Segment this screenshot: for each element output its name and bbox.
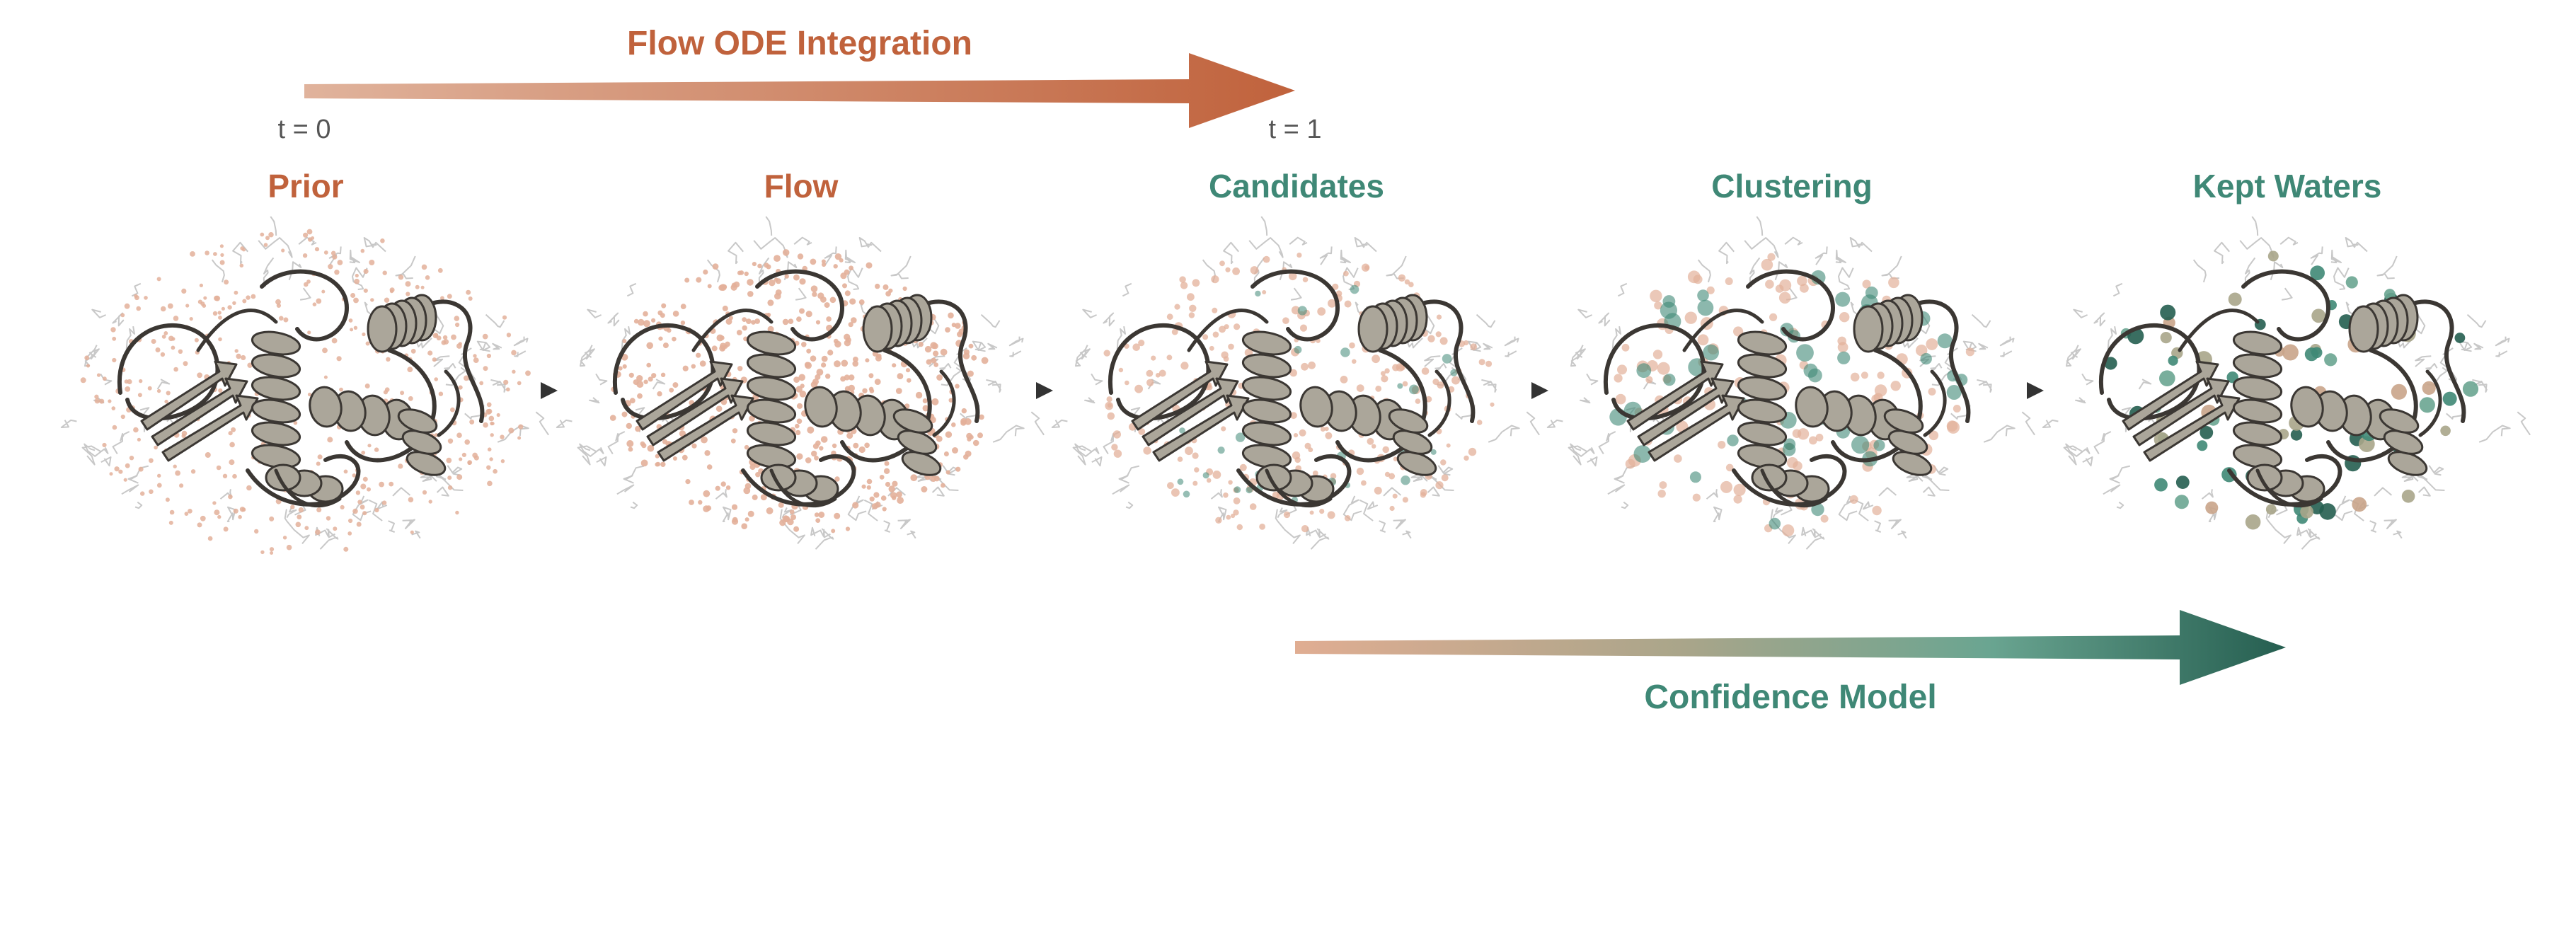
stage-title-flow: Flow xyxy=(764,168,839,204)
stage-panels xyxy=(60,216,2531,555)
protein-structure-with-clustered-waters xyxy=(1546,216,2035,550)
stage-title-candidates: Candidates xyxy=(1209,168,1384,204)
triangle-right-icon xyxy=(2027,382,2044,399)
time-end-label: t = 1 xyxy=(1268,115,1322,144)
protein-structure-with-candidate-waters xyxy=(1051,216,1540,550)
protein-structure-with-scattered-prior-waters xyxy=(60,216,549,555)
confidence-model-arrow xyxy=(1295,610,2286,685)
stage-title-kept-waters: Kept Waters xyxy=(2192,168,2382,204)
confidence-model-label: Confidence Model xyxy=(1644,679,1937,716)
flow-ode-label: Flow ODE Integration xyxy=(627,25,972,62)
stage-title-clustering: Clustering xyxy=(1711,168,1873,204)
protein-structure-with-flowing-waters xyxy=(556,216,1045,550)
triangle-right-icon xyxy=(541,382,558,399)
flow-ode-arrow xyxy=(304,53,1295,128)
triangle-right-icon xyxy=(1036,382,1053,399)
stage-title-prior: Prior xyxy=(268,168,344,204)
protein-structure-with-kept-waters xyxy=(2042,216,2531,550)
triangle-right-icon xyxy=(1531,382,1548,399)
time-start-label: t = 0 xyxy=(277,115,331,144)
